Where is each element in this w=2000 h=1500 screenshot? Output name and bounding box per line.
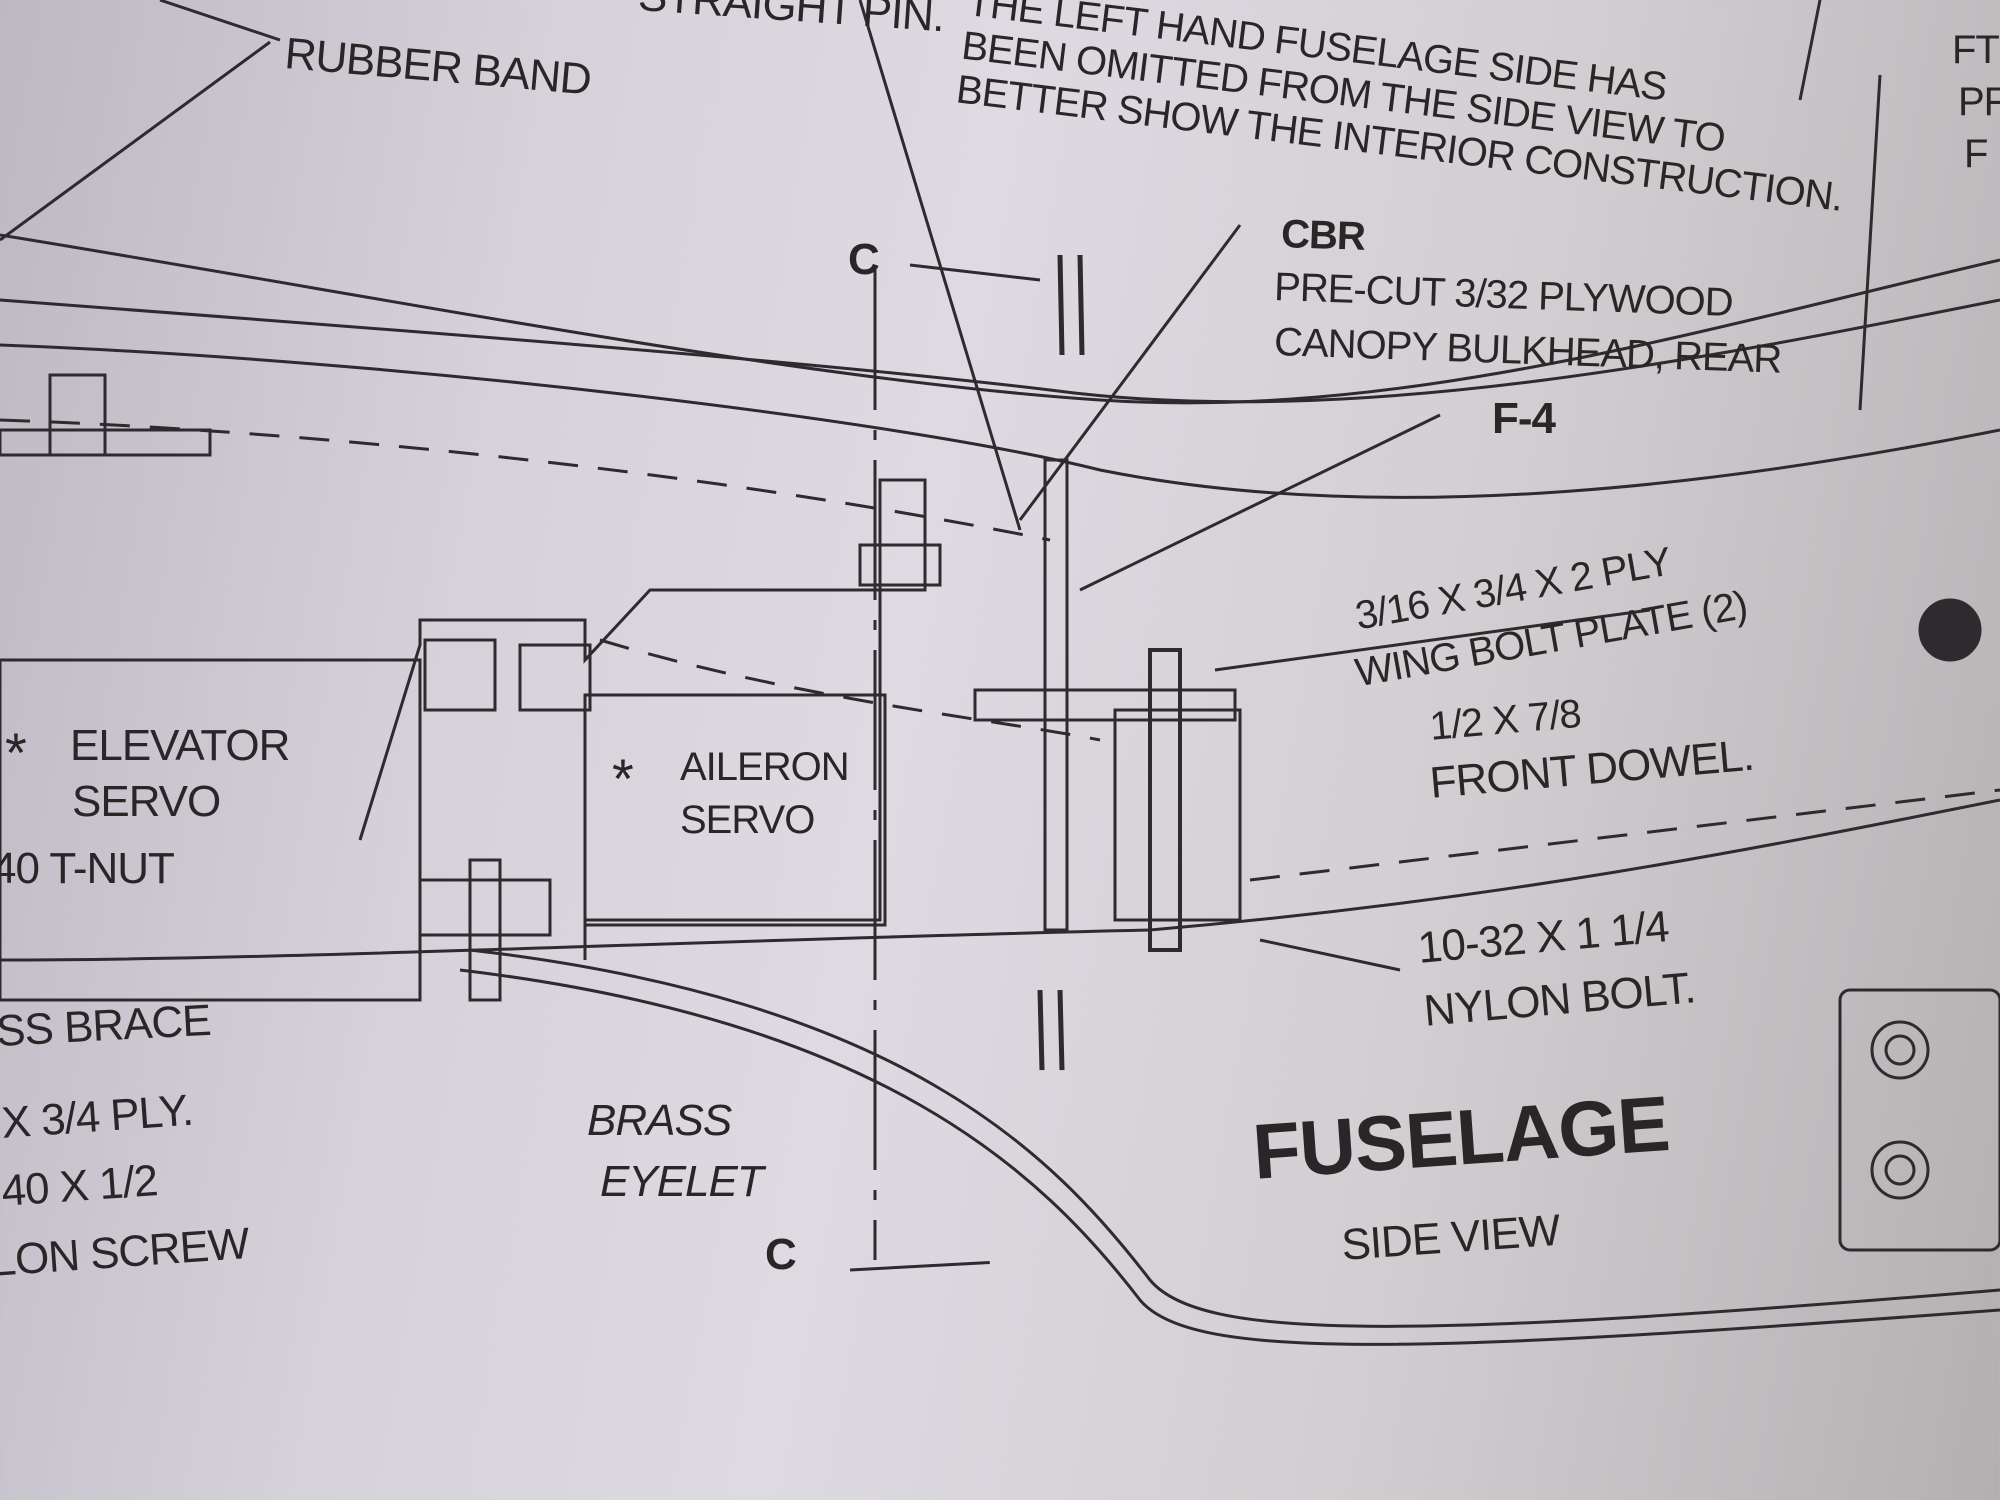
label-top-right-1: FT [1952,28,2000,72]
label-brass-eyelet-1: BRASS [587,1096,732,1145]
label-elevator-servo-1: ELEVATOR [70,721,290,770]
label-f4: F-4 [1492,394,1556,443]
label-aileron-servo-1: AILERON [680,745,850,789]
label-top-right-2: PF [1958,80,2000,124]
asterisk: * [612,747,634,810]
section-marker-bottom: C [765,1230,797,1279]
label-cbr: CBR [1280,212,1366,259]
label-aileron-servo-2: SERVO [680,798,815,842]
label-elevator-servo-2: SERVO [72,777,221,826]
asterisk: * [5,721,27,784]
fuselage-top-line [0,233,2000,405]
section-line-c [849,263,1041,1272]
label-tnut: 40 T-NUT [0,844,175,893]
label-top-right-3: F [1964,132,1988,176]
section-marker-top: C [848,235,880,284]
fuselage-bottom-line [469,948,2000,1328]
label-brass-eyelet-2: EYELET [600,1157,764,1206]
